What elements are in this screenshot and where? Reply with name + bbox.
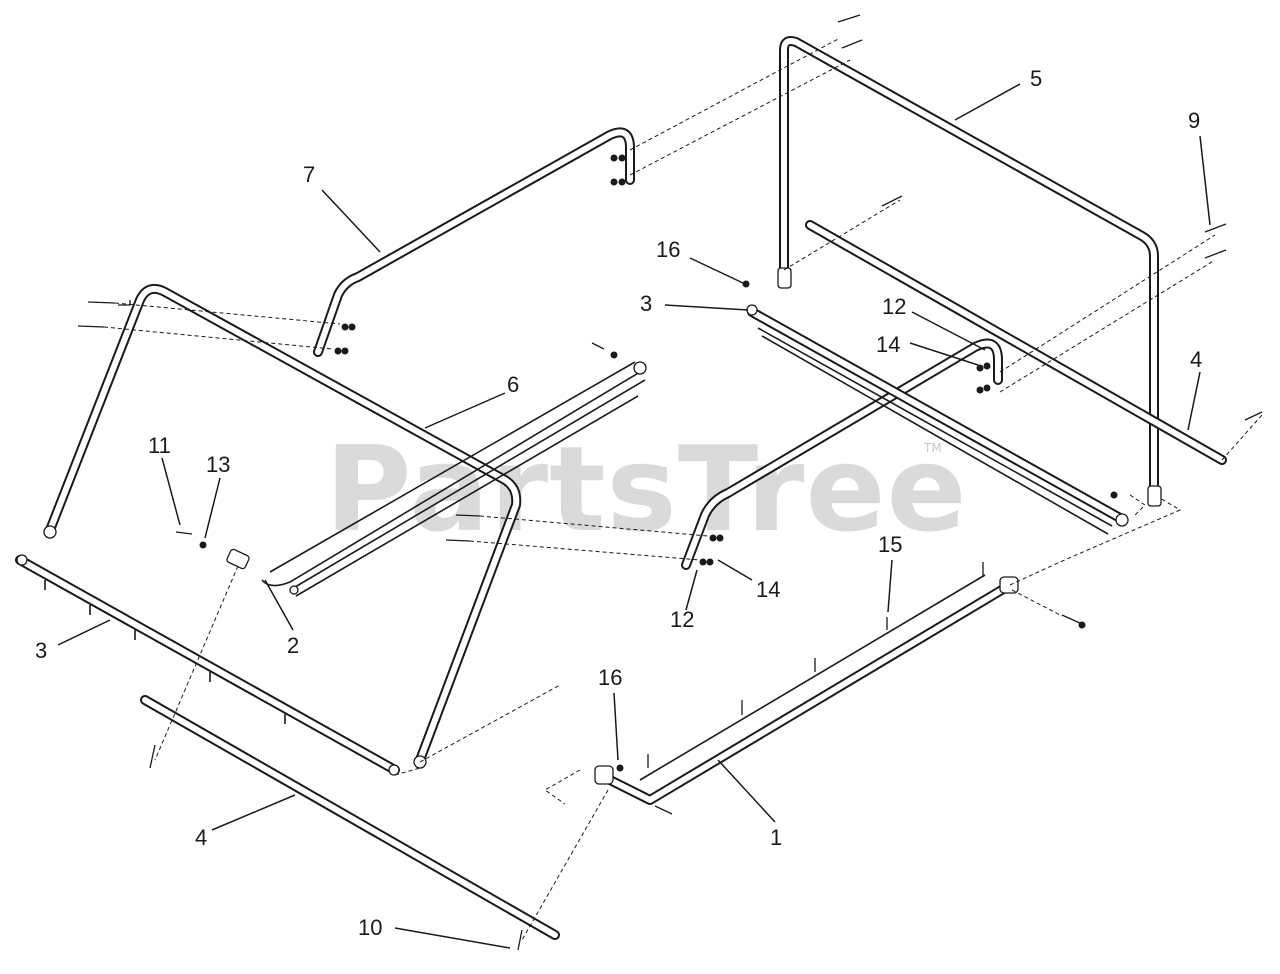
part-3-left-rail <box>15 554 400 776</box>
callout-10: 10 <box>358 915 382 940</box>
callout-1: 1 <box>770 825 782 850</box>
callout-numbers: 5 9 7 16 3 12 14 4 6 11 13 2 3 12 14 15 … <box>35 66 1202 940</box>
callout-4-left: 4 <box>195 825 207 850</box>
callout-12-left: 12 <box>670 607 694 632</box>
callout-9: 9 <box>1188 108 1200 133</box>
assembly-guide-lines <box>103 37 1263 941</box>
part-5-rear-hoop <box>777 36 1162 507</box>
part-6-front-hoop <box>43 283 522 769</box>
callout-7: 7 <box>303 162 315 187</box>
callout-3-right: 3 <box>640 291 652 316</box>
part-3-right-rail <box>746 304 1129 535</box>
part-4-right-bar <box>805 220 1227 465</box>
callout-5: 5 <box>1030 66 1042 91</box>
hardware-nuts <box>199 154 1118 772</box>
callout-16-bottom: 16 <box>598 665 622 690</box>
callout-16-top: 16 <box>656 237 680 262</box>
callout-13: 13 <box>206 452 230 477</box>
callout-14-left: 14 <box>756 577 780 602</box>
inner-hoop <box>681 338 1003 570</box>
callout-2: 2 <box>287 633 299 658</box>
part-2-side-rail <box>226 361 647 597</box>
callout-11: 11 <box>148 433 171 458</box>
watermark: PartsTree <box>325 420 968 558</box>
watermark-trademark: TM <box>923 441 942 455</box>
callout-3-left: 3 <box>35 638 47 663</box>
part-4-left-bar <box>140 695 560 940</box>
part-7-side-hoop <box>313 127 635 357</box>
callout-15: 15 <box>878 532 902 557</box>
callout-14-right: 14 <box>876 332 900 357</box>
hardware-bolts <box>77 14 1263 951</box>
callout-6: 6 <box>507 372 519 397</box>
leader-lines <box>57 83 1211 949</box>
callout-4-right: 4 <box>1190 347 1202 372</box>
part-1-bottom-rail <box>594 574 1019 805</box>
callout-12-right: 12 <box>882 294 906 319</box>
